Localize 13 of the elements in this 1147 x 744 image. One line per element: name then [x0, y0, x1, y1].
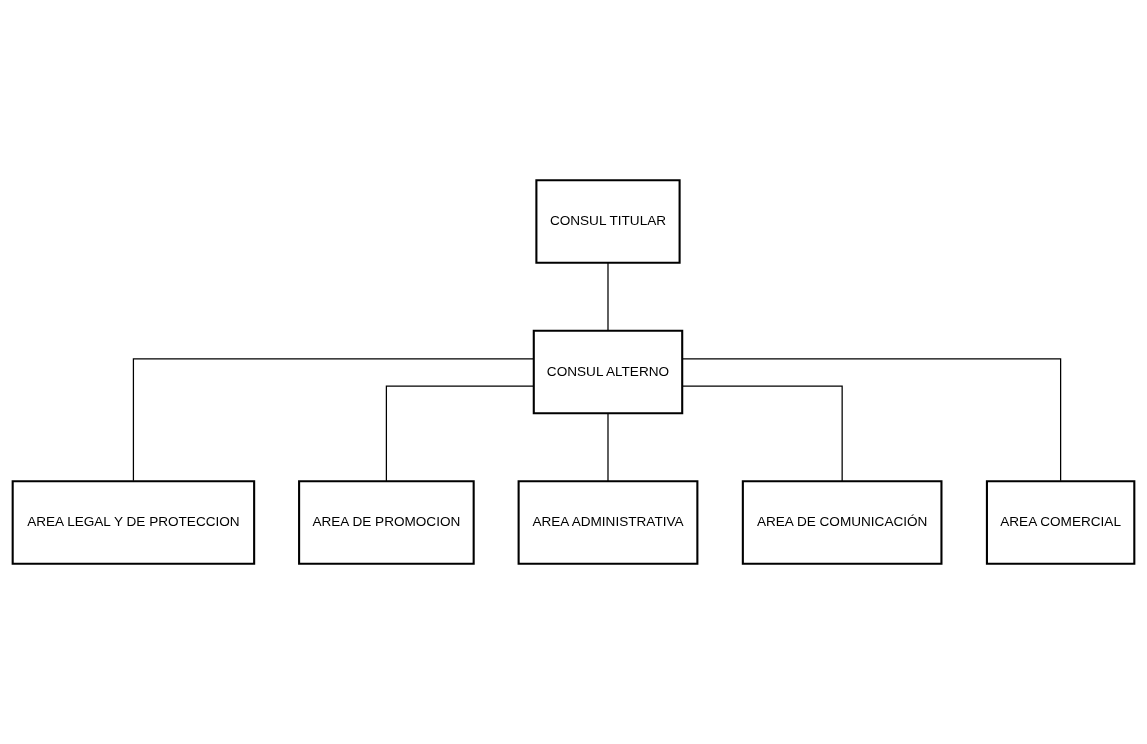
connector — [681, 358, 1062, 482]
node-box: AREA COMERCIAL — [985, 480, 1136, 565]
connector — [132, 358, 535, 482]
node-box: CONSUL ALTERNO — [532, 329, 684, 415]
node-box: AREA LEGAL Y DE PROTECCION — [11, 480, 256, 565]
connector — [607, 262, 609, 332]
connector — [681, 385, 843, 482]
connector — [607, 412, 609, 482]
node-box: AREA DE COMUNICACIÓN — [741, 480, 943, 565]
node-box: AREA DE PROMOCION — [298, 480, 475, 565]
node-box: CONSUL TITULAR — [535, 179, 681, 264]
node-box: AREA ADMINISTRATIVA — [517, 480, 699, 565]
connector — [385, 385, 535, 482]
